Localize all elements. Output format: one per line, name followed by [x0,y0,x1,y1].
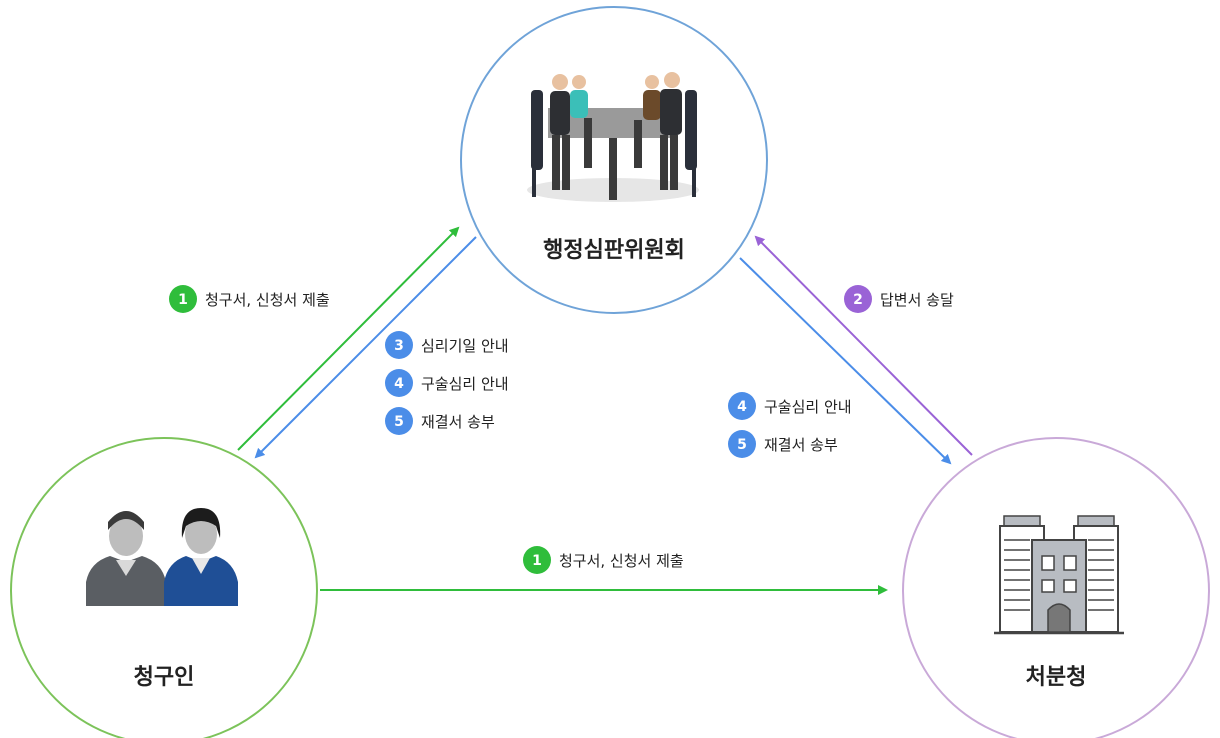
step-text: 구술심리 안내 [421,375,509,393]
step-group-committee-to-claimant: 3 심리기일 안내 4 구술심리 안내 5 재결서 송부 [385,331,509,435]
step-badge: 3 [394,338,404,354]
step-text: 재결서 송부 [764,436,838,454]
step-item: 5 재결서 송부 [728,430,838,458]
arrow-agency-to-committee [754,235,973,456]
step-badge: 1 [532,553,542,569]
step-badge: 5 [737,437,747,453]
step-badge: 4 [394,376,404,392]
arrow-committee-to-claimant [254,236,477,459]
step-text: 답변서 송달 [880,291,954,309]
step-item: 1 청구서, 신청서 제출 [523,546,684,574]
step-item: 3 심리기일 안내 [385,331,509,359]
step-group-agency-to-committee: 2 답변서 송달 [844,285,954,313]
step-badge: 2 [853,292,863,308]
step-group-claimant-to-committee: 1 청구서, 신청서 제출 [169,285,330,313]
claimant-label: 청구인 [134,665,195,690]
building-icon [994,515,1124,635]
agency-label: 처분청 [1026,665,1087,690]
committee-label: 행정심판위원회 [543,238,685,263]
step-group-committee-to-agency: 4 구술심리 안내 5 재결서 송부 [728,392,852,458]
step-badge: 1 [178,292,188,308]
arrow-committee-to-agency [739,257,952,465]
step-badge: 4 [737,399,747,415]
people-icon [86,508,238,606]
step-text: 재결서 송부 [421,413,495,431]
step-item: 4 구술심리 안내 [728,392,852,420]
arrow-claimant-to-committee [237,226,460,451]
step-item: 4 구술심리 안내 [385,369,509,397]
step-text: 심리기일 안내 [421,337,509,355]
step-text: 청구서, 신청서 제출 [559,552,684,570]
step-text: 청구서, 신청서 제출 [205,291,330,309]
step-item: 1 청구서, 신청서 제출 [169,285,330,313]
claimant-node: 청구인 [10,437,318,738]
step-text: 구술심리 안내 [764,398,852,416]
step-item: 2 답변서 송달 [844,285,954,313]
meeting-icon [527,72,699,202]
step-group-claimant-to-agency: 1 청구서, 신청서 제출 [523,546,684,574]
step-item: 5 재결서 송부 [385,407,495,435]
step-badge: 5 [394,414,404,430]
committee-node: 행정심판위원회 [460,6,768,314]
agency-node: 처분청 [902,437,1210,738]
